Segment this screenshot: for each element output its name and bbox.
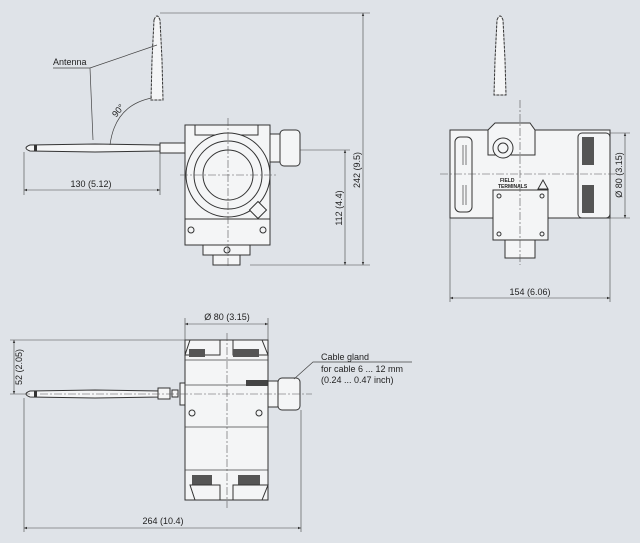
cable-gland-spec: for cable 6 ... 12 mm bbox=[321, 364, 403, 374]
antenna-length-dim: 130 (5.12) bbox=[70, 179, 111, 189]
antenna-label: Antenna bbox=[53, 57, 87, 67]
field-terminals-label: FIELD bbox=[500, 178, 515, 184]
total-height-dim: 242 (9.5) bbox=[352, 152, 362, 188]
lower-height-dim: 112 (4.4) bbox=[334, 190, 344, 225]
side-diameter-dim: Ø 80 (3.15) bbox=[614, 152, 624, 198]
side-view: FIELD TERMINALS Ø 80 (3.15) 154 (6.06) bbox=[440, 15, 630, 302]
top-diameter-dim: Ø 80 (3.15) bbox=[204, 312, 250, 322]
cable-gland-label: Cable gland bbox=[321, 352, 369, 362]
antenna-horizontal bbox=[25, 142, 186, 154]
cable-gland-spec-inch: (0.24 ... 0.47 inch) bbox=[321, 375, 394, 385]
total-width-dim: 264 (10.4) bbox=[142, 516, 183, 526]
antenna-vertical bbox=[150, 15, 164, 101]
top-view: Ø 80 (3.15) 52 (2.05) 264 (10.4) Cable g… bbox=[10, 312, 412, 532]
transmitter-body-front bbox=[180, 118, 301, 268]
antenna-offset-dim: 52 (2.05) bbox=[14, 349, 24, 385]
side-width-dim: 154 (6.06) bbox=[509, 287, 550, 297]
angle-label: 90° bbox=[110, 102, 127, 119]
field-terminals-label-2: TERMINALS bbox=[498, 184, 528, 190]
warning-icon bbox=[537, 178, 549, 190]
front-view: Antenna 90° 242 (9.5) 112 (4.4) bbox=[23, 12, 370, 268]
